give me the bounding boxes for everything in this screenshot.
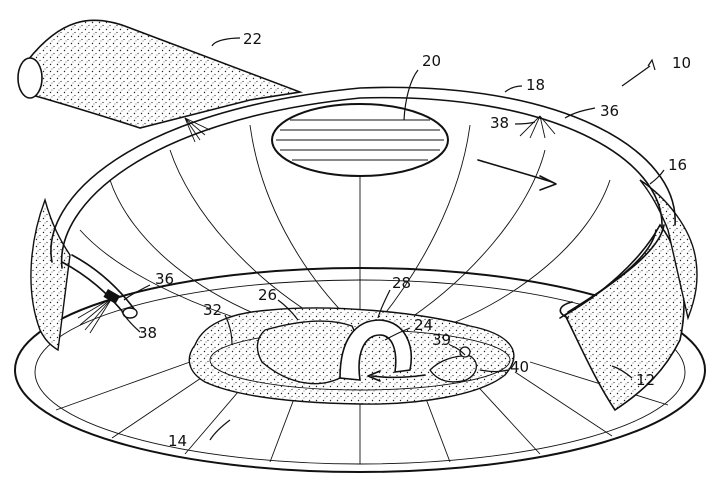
leader-lines <box>121 37 665 441</box>
label-28: 28 <box>392 274 411 292</box>
label-12: 12 <box>636 371 655 389</box>
label-36-left: 36 <box>155 270 174 288</box>
label-14: 14 <box>168 432 187 450</box>
label-20: 20 <box>422 52 441 70</box>
reference-numerals: 22 20 18 10 38 36 16 36 38 32 26 28 24 3… <box>138 30 691 450</box>
label-40: 40 <box>510 358 529 376</box>
label-26: 26 <box>258 286 277 304</box>
label-32: 32 <box>203 301 222 319</box>
label-38-right: 38 <box>490 114 509 132</box>
label-38-left: 38 <box>138 324 157 342</box>
spray-nozzle-right-38 <box>519 115 556 139</box>
pipe-22 <box>17 19 304 129</box>
label-22: 22 <box>243 30 262 48</box>
spray-nozzle-top-left <box>184 117 211 143</box>
wall-section-12 <box>563 179 698 412</box>
rotation-arrow <box>477 159 557 191</box>
rider-39 <box>429 346 477 383</box>
label-39: 39 <box>432 331 451 349</box>
slide-tube <box>61 254 573 319</box>
label-18: 18 <box>526 76 545 94</box>
label-36-right: 36 <box>600 102 619 120</box>
label-16: 16 <box>668 156 687 174</box>
label-10: 10 <box>672 54 691 72</box>
left-wall-section <box>30 197 71 352</box>
spray-nozzle-left-38 <box>77 289 121 334</box>
top-opening-20 <box>271 103 449 177</box>
flow-arrow-40 <box>367 370 426 382</box>
label-24: 24 <box>414 316 433 334</box>
dome-rim-18 <box>50 86 676 319</box>
